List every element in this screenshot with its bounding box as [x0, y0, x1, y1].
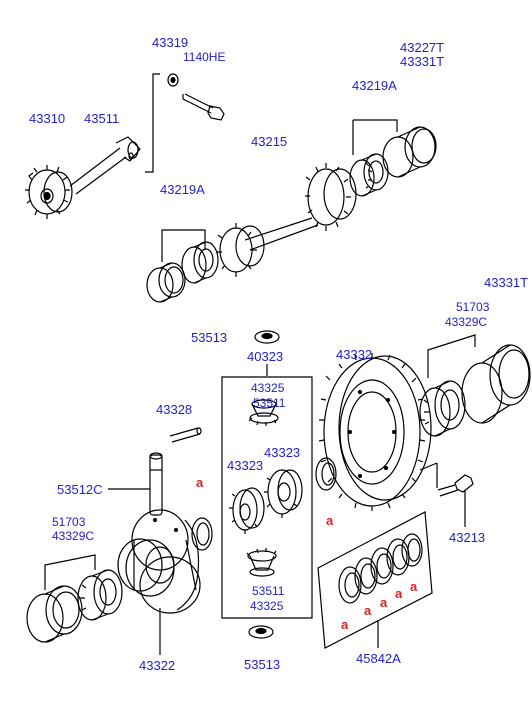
label-43219a-mid: 43219A — [160, 182, 205, 197]
label-43331t-right: 43331T — [484, 275, 529, 290]
mark-a-shim-5: a — [410, 579, 418, 594]
bearing-cup-left — [26, 585, 83, 643]
label-53513-bottom: 53513 — [244, 657, 281, 672]
shim-box-45842a — [317, 511, 433, 649]
label-43328: 43328 — [156, 402, 193, 417]
label-43331t-top: 43331T — [400, 54, 445, 69]
label-53513-top: 53513 — [191, 330, 228, 345]
mark-a-shim-2: a — [364, 603, 372, 618]
label-43215: 43215 — [251, 134, 288, 149]
label-43511: 43511 — [84, 111, 120, 126]
bearing-43219a-mid — [181, 241, 219, 284]
mark-a-ring-washer: a — [326, 513, 334, 528]
label-53512c: 53512C — [57, 482, 103, 497]
bearing-cup-43331t-right — [461, 344, 531, 424]
washer-43319 — [167, 73, 179, 87]
shaft-43511 — [69, 136, 141, 195]
thrust-washer-case — [191, 517, 213, 551]
bearing-43219a-top — [349, 153, 389, 197]
pinion-gear-top — [248, 399, 279, 426]
label-53511-bottom: 53511 — [252, 584, 285, 598]
bolt-1140he — [182, 93, 225, 121]
bearing-51703-left — [77, 569, 123, 621]
leader-bracket-51703-left — [44, 554, 96, 590]
bolt-43213 — [437, 474, 474, 497]
label-43213: 43213 — [449, 530, 486, 545]
label-43322: 43322 — [139, 658, 176, 673]
pinion-shaft-53512c — [149, 452, 163, 516]
label-43329c-left: 43329C — [52, 529, 95, 543]
leader-bracket-51703-right — [427, 334, 476, 378]
leader-bracket-43219a-mid — [161, 229, 206, 262]
leader-bracket-43219a-top — [353, 119, 398, 132]
label-1140he: 1140HE — [183, 50, 226, 64]
mark-a-shim-1: a — [341, 617, 349, 632]
bearing-51703-right — [419, 380, 466, 437]
shaft-gear-43215 — [217, 163, 357, 277]
washer-53513-top — [254, 330, 280, 344]
label-43325-bottom: 43325 — [250, 599, 284, 613]
label-43325-top: 43325 — [251, 381, 285, 395]
label-43227t: 43227T — [400, 40, 445, 55]
shims-45842a — [338, 533, 423, 604]
leader-bracket-top — [145, 73, 160, 173]
pin-43328 — [169, 427, 202, 443]
label-51703-left: 51703 — [52, 515, 86, 529]
side-gear-left — [229, 487, 265, 534]
label-51703-right: 51703 — [456, 300, 490, 314]
label-43323-left: 43323 — [227, 458, 264, 473]
washer-53513-bottom — [248, 625, 274, 639]
label-43319: 43319 — [152, 35, 189, 50]
thrust-washer-ring — [315, 457, 337, 491]
kit-box-40323 — [221, 376, 313, 619]
bearing-cup-43331t-top — [382, 126, 437, 178]
mark-a-case-washer: a — [196, 475, 204, 490]
gear-43310 — [25, 165, 73, 219]
label-40323: 40323 — [247, 349, 284, 364]
side-gear-right — [264, 469, 303, 518]
label-43323-right: 43323 — [264, 445, 301, 460]
differential-case-43322 — [117, 509, 201, 614]
label-43310: 43310 — [29, 111, 66, 126]
bearing-cup-mid — [146, 262, 186, 303]
label-53511-top: 53511 — [253, 396, 286, 410]
mark-a-shim-4: a — [395, 586, 403, 601]
ring-gear-43332 — [318, 353, 432, 511]
label-43219a-top: 43219A — [352, 78, 397, 93]
mark-a-shim-3: a — [380, 595, 388, 610]
label-43329c-right: 43329C — [445, 315, 488, 329]
pinion-gear-bottom — [246, 548, 277, 577]
label-43332: 43332 — [336, 347, 373, 362]
label-45842a: 45842A — [356, 651, 401, 666]
